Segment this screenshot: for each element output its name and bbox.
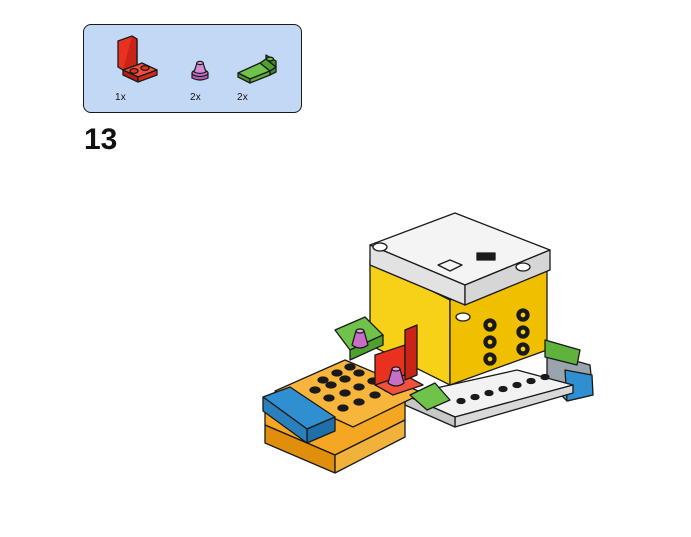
part-pink-cone: 2x	[184, 25, 214, 112]
step-number: 13	[84, 123, 118, 156]
parts-list-callout: 1x 2x 2x	[83, 24, 302, 113]
part-quantity: 2x	[190, 92, 201, 103]
green-slope-icon	[237, 54, 277, 84]
red-bracket-icon	[117, 35, 158, 83]
part-quantity: 1x	[115, 92, 126, 103]
part-red-bracket: 1x	[112, 25, 162, 112]
lego-model-icon	[262, 212, 594, 474]
assembled-model-illustration	[255, 205, 605, 480]
pink-cone-icon	[191, 60, 209, 81]
part-green-slope: 2x	[232, 25, 282, 112]
part-quantity: 2x	[237, 92, 248, 103]
